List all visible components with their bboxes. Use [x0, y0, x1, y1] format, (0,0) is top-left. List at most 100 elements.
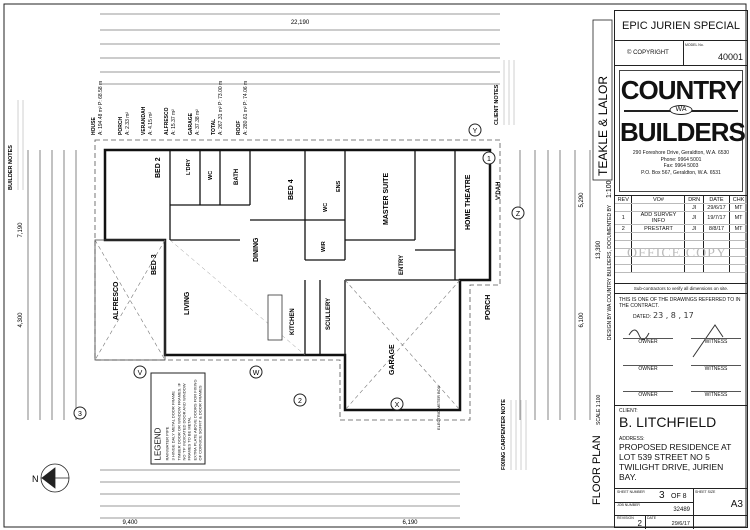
sheet-size: A3 — [730, 499, 743, 510]
room-bath: BATH — [234, 169, 240, 185]
carpenter-note-text — [510, 400, 527, 470]
owner-signature-2: OWNER — [623, 365, 673, 372]
area-alfresco-value: A: 15.37 m² — [171, 109, 177, 135]
firm-name: TEAKLE & LALOR — [596, 76, 610, 176]
address-line: 290 Foreshore Drive, Geraldton, W.A. 653… — [632, 150, 730, 156]
contract-note: THIS IS ONE OF THE DRAWINGS REFERRED TO … — [619, 297, 741, 309]
legend-title: LEGEND — [153, 427, 162, 460]
client-label: CLIENT: — [619, 408, 638, 414]
north-arrow-icon: N — [32, 463, 70, 493]
area-total-value: A: 267.31 m² P: 73.00 m — [218, 81, 224, 135]
room-living: LIVING — [184, 291, 191, 315]
phone: Phone: 9964 5001 — [660, 156, 702, 163]
legend-item: TIMBER DOOR OR WINDOW FRAMES. IF NO 'TF'… — [176, 382, 191, 460]
top-dimension-strings — [100, 13, 500, 85]
client-info: CLIENT: B. LITCHFIELD ADDRESS: PROPOSED … — [615, 406, 747, 489]
dim-left-partial: 4,300 — [18, 312, 24, 328]
room-ensuite-wc: WC — [323, 203, 329, 212]
dim-left-overall: 7,190 — [18, 222, 24, 238]
dated-value: 23 , 8 , 17 — [653, 311, 694, 320]
job-number-label: JOB NUMBER — [617, 503, 640, 507]
section-markers: V W X Y Z 1 2 3 — [73, 123, 525, 420]
kitchen-island — [267, 294, 283, 341]
area-alfresco-label: ALFRESCO — [164, 107, 170, 135]
witness-signature-1: WITNESS — [691, 338, 741, 345]
area-garage-value: A: 37.38 m² — [195, 109, 201, 135]
right-dimension-strings — [519, 150, 591, 420]
po-box: P.O. Box 567, Geraldton, W.A. 6531 — [641, 169, 721, 176]
title-block: EPIC JURIEN SPECIAL © COPYRIGHT MODEL No… — [614, 10, 748, 529]
area-schedule: HOUSE A: 194.48 m² P: 68.58 m PORCH A: 2… — [91, 81, 249, 135]
internal-walls — [169, 150, 460, 355]
logo-country: COUNTRY — [620, 75, 743, 105]
marker-z: Z — [516, 211, 521, 218]
left-dimension-strings — [27, 150, 77, 420]
date-label: DATE — [647, 516, 657, 520]
area-house-value: A: 194.48 m² P: 68.58 m — [98, 81, 104, 135]
area-house-label: HOUSE — [91, 117, 97, 135]
marker-x: X — [395, 402, 400, 409]
area-garage-label: GARAGE — [188, 112, 194, 135]
marker-v: V — [138, 370, 143, 377]
legend-item: EXTRA PLATE ABOVE DOORS FOR FIXING OF CO… — [192, 378, 202, 460]
logo-builders: BUILDERS — [620, 117, 746, 147]
company-address: 290 Foreshore Drive, Geraldton, W.A. 653… — [620, 150, 742, 176]
room-wir: WIR — [321, 241, 327, 252]
carpenter-note-title: FIXING CARPENTER NOTE — [501, 399, 507, 470]
sheet-of: OF 8 — [671, 493, 687, 500]
north-label: N — [32, 474, 39, 484]
dim-bottom-right: 6,190 — [402, 520, 418, 526]
marker-y: Y — [473, 128, 478, 135]
revision-number: 2 — [637, 519, 642, 528]
legend-item: 3 HINGE DALY METAL DOOR FRAME — [170, 390, 175, 460]
office-copy-stamp: OFFICE COPY — [627, 246, 728, 261]
subcontractor-note: Sub-contractors to verify all dimensions… — [615, 284, 747, 294]
area-verandah-value: A: 4.15 m² — [148, 112, 154, 135]
builder-notes-title: BUILDER NOTES — [8, 145, 14, 190]
side-scale: 1:100 — [606, 180, 613, 198]
model-label: MODEL No. — [685, 43, 704, 47]
bottom-dimension-strings — [100, 469, 460, 519]
dim-bottom-left: 9,400 — [122, 520, 138, 526]
fax: Fax: 9964 5003 — [663, 163, 699, 169]
col-vo: VO# — [631, 196, 686, 204]
alfresco-slab — [94, 239, 166, 361]
area-porch-label: PORCH — [118, 117, 124, 135]
builder-notes-text — [17, 100, 24, 190]
revision-header-row: REV VO# DRN DATE CHK — [615, 196, 747, 204]
drawing-title: FLOOR PLAN — [591, 435, 603, 505]
room-garage: GARAGE — [389, 344, 396, 375]
logo-wa: WA — [669, 105, 693, 115]
room-ensuite: ENS — [336, 180, 342, 192]
area-roof-value: A: 280.61 m² P: 74.06 m — [243, 81, 249, 135]
room-kitchen: KITCHEN — [290, 308, 296, 335]
sheet-number-label: SHEET NUMBER — [617, 490, 645, 494]
dim-right-lower: 6,100 — [579, 312, 585, 328]
room-porch: PORCH — [485, 295, 492, 320]
firm-box — [592, 19, 613, 181]
area-roof-label: ROOF — [236, 121, 242, 135]
col-chk: CHK — [729, 196, 747, 204]
owner-signature-1: OWNER — [623, 338, 673, 345]
sheet-size-label: SHEET SIZE — [695, 490, 716, 494]
company-logo-area: COUNTRY WA BUILDERS 290 Foreshore Drive,… — [615, 66, 747, 196]
room-entry: ENTRY — [399, 255, 405, 275]
model-number: 40001 — [717, 52, 743, 62]
marker-1: 1 — [487, 156, 491, 163]
design-note: DESIGN BY WA COUNTRY BUILDERS, DOCUMENTE… — [607, 204, 613, 340]
area-total-label: TOTAL — [211, 119, 217, 135]
job-number: 32489 — [673, 507, 690, 513]
room-alfresco: ALFRESCO — [113, 281, 120, 320]
dated-label: DATED: — [633, 314, 651, 320]
sheet-date: 29/6/17 — [671, 521, 690, 527]
country-builders-logo: COUNTRY WA BUILDERS 290 Foreshore Drive,… — [619, 70, 746, 192]
sheet-info: SHEET NUMBER 3 OF 8 SHEET SIZE A3 JOB NU… — [615, 489, 747, 529]
legend-item: RAINWATER PIPE — [164, 426, 169, 460]
room-laundry: L'DRY — [186, 159, 192, 175]
address-label: ADDRESS: — [619, 436, 645, 442]
